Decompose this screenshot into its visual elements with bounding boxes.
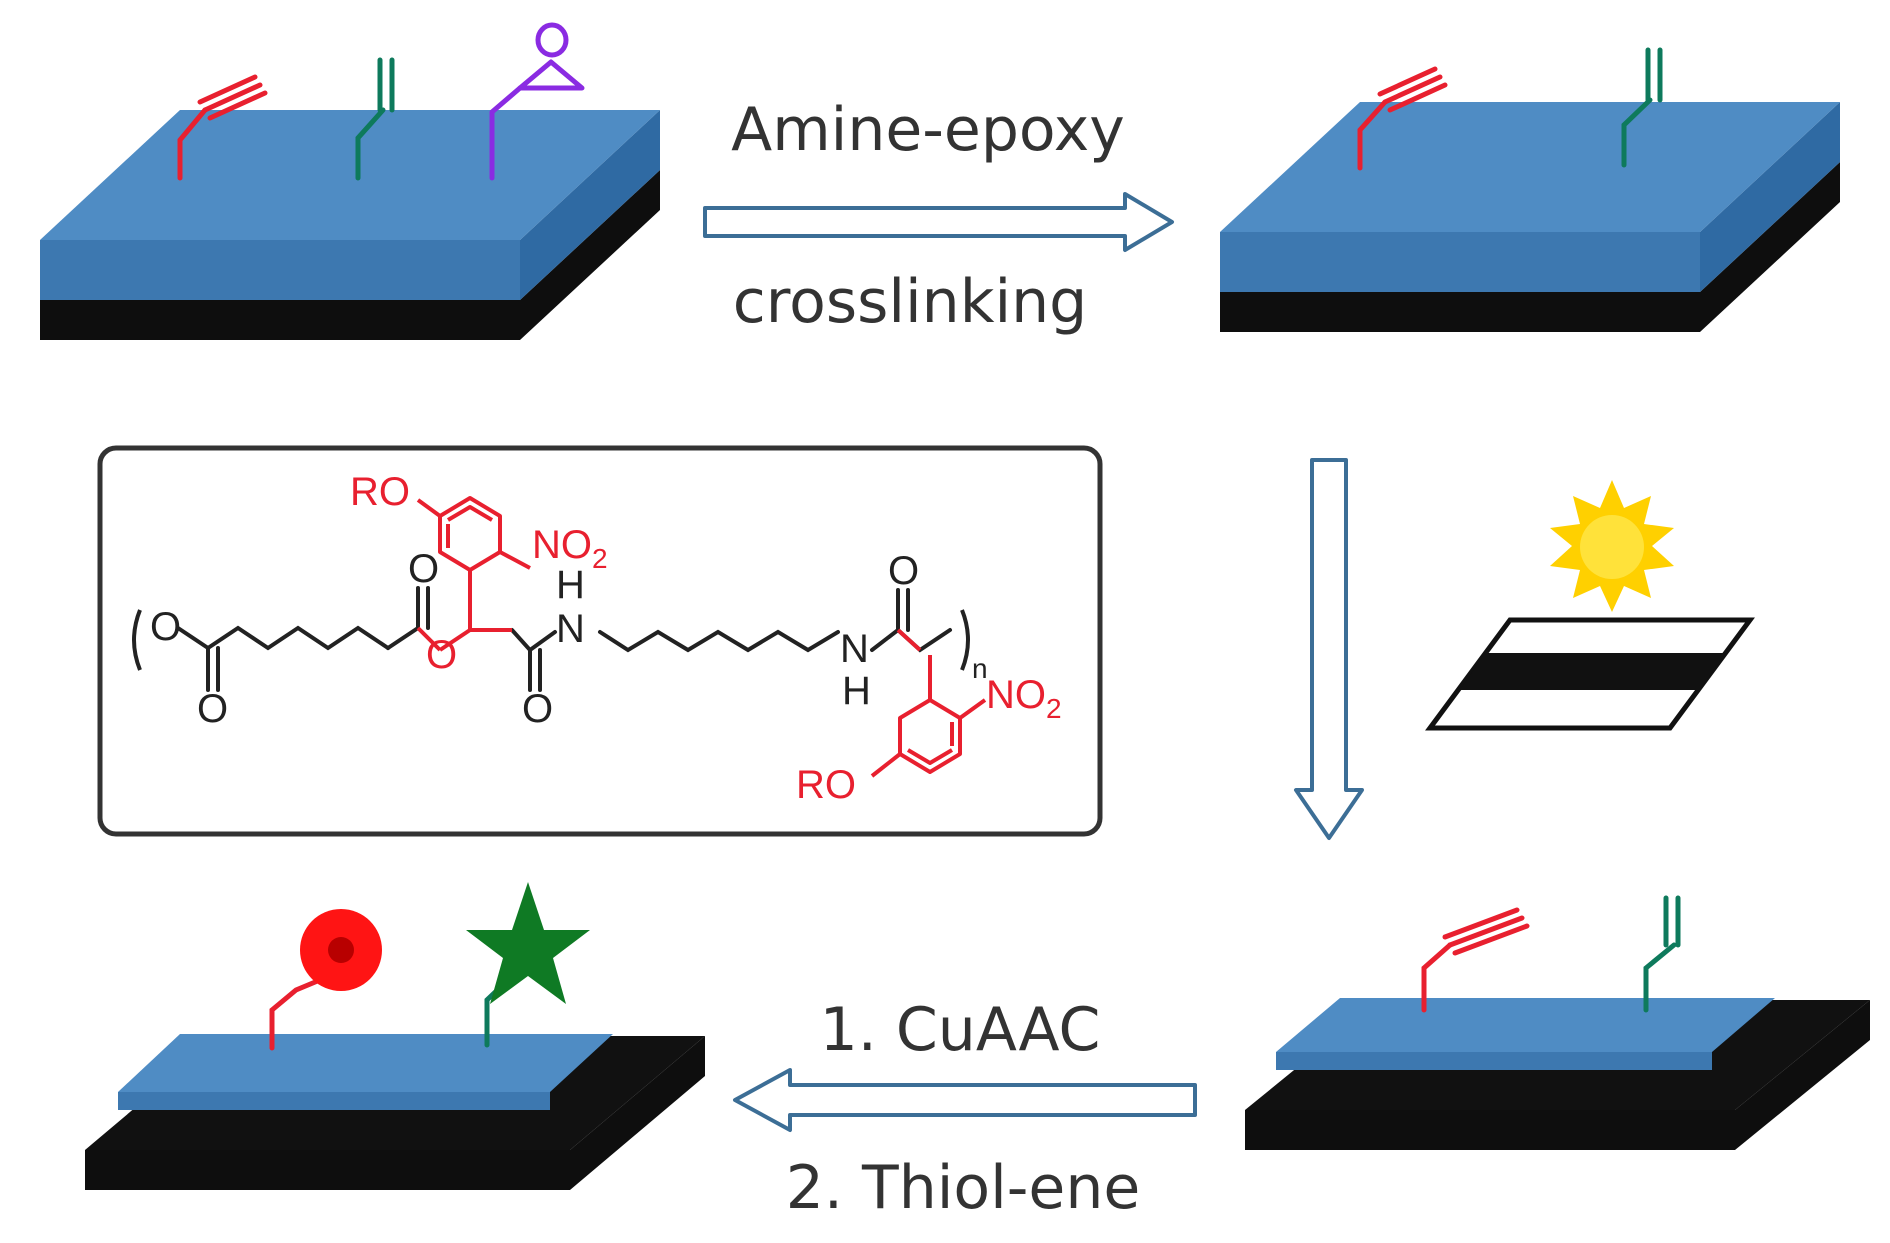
left-carbonyl-o: O	[197, 687, 228, 731]
amide1-n: N	[556, 607, 585, 651]
amide1-h: H	[556, 563, 585, 607]
film-functionalized	[85, 882, 705, 1190]
arrow-click-chemistry: 1. CuAAC 2. Thiol-ene	[733, 995, 1197, 1223]
substrate-side	[1700, 162, 1840, 332]
sun-icon	[1550, 480, 1674, 612]
film-crosslinked	[1220, 47, 1840, 332]
substrate-front	[1245, 1110, 1735, 1150]
label-crosslinking: crosslinking	[733, 267, 1087, 337]
film-patterned	[1245, 895, 1870, 1150]
film-top	[40, 110, 660, 240]
ro-top: RO	[350, 470, 410, 514]
repeat-bracket-left	[132, 609, 142, 671]
film-stripe-front	[1276, 1052, 1712, 1070]
amide2-n: N	[840, 627, 869, 671]
alkyne-icon	[1357, 66, 1448, 171]
epoxide-icon	[489, 22, 585, 181]
repeat-n: n	[972, 653, 988, 684]
structure-box	[97, 445, 1103, 837]
substrate-side	[1735, 1000, 1870, 1150]
label-thiol-ene: 2. Thiol-ene	[786, 1153, 1141, 1223]
polymer-structure: O O O O H N N H O n	[97, 445, 1103, 837]
ester-o-red: O	[426, 633, 457, 677]
amide2-carbonyl-o: O	[888, 549, 919, 593]
substrate-side	[570, 1036, 705, 1190]
arrow-right-icon	[703, 192, 1174, 252]
ester-carbonyl-o: O	[408, 547, 439, 591]
arrow-left-icon	[733, 1068, 1197, 1132]
circle-dye-core	[328, 937, 354, 963]
ro-bottom: RO	[796, 763, 856, 807]
arrow-crosslinking: Amine-epoxy crosslinking	[703, 95, 1174, 337]
star-dye-icon	[466, 882, 590, 1004]
nitrobenzyl-top	[416, 496, 531, 652]
arrow-down-icon	[1294, 458, 1364, 840]
film-top	[1220, 102, 1840, 232]
nitrobenzyl-bottom	[870, 628, 987, 778]
amide-carbonyl-o: O	[522, 687, 553, 731]
film-stripe-front	[118, 1092, 550, 1110]
arrow-photopatterning	[1294, 458, 1364, 840]
left-ester-o: O	[150, 605, 181, 649]
film-initial	[40, 22, 660, 340]
repeat-bracket-right	[960, 609, 970, 671]
alkene-icon	[1621, 47, 1663, 168]
no2-bottom: NO2	[986, 673, 1062, 724]
backbone-chain	[176, 586, 952, 692]
film-side	[1700, 102, 1840, 292]
substrate-side	[520, 170, 660, 340]
alkyne-icon	[1421, 907, 1530, 1013]
film-side	[520, 110, 660, 300]
film-stripe-top	[118, 1034, 613, 1092]
alkyne-linker	[269, 977, 323, 1051]
alkene-icon	[1643, 895, 1681, 1013]
substrate-front	[40, 300, 520, 340]
alkene-icon	[355, 57, 395, 181]
film-front	[40, 240, 520, 300]
film-stripe-top	[1276, 998, 1775, 1052]
label-cuaac: 1. CuAAC	[820, 995, 1101, 1065]
no2-top: NO2	[532, 523, 608, 574]
photomask-icon	[1425, 617, 1755, 731]
substrate-front	[85, 1150, 570, 1190]
film-front	[1220, 232, 1700, 292]
alkyne-icon	[177, 74, 268, 181]
substrate-front	[1220, 292, 1700, 332]
amide2-h: H	[842, 669, 871, 713]
label-amine-epoxy: Amine-epoxy	[731, 95, 1125, 165]
